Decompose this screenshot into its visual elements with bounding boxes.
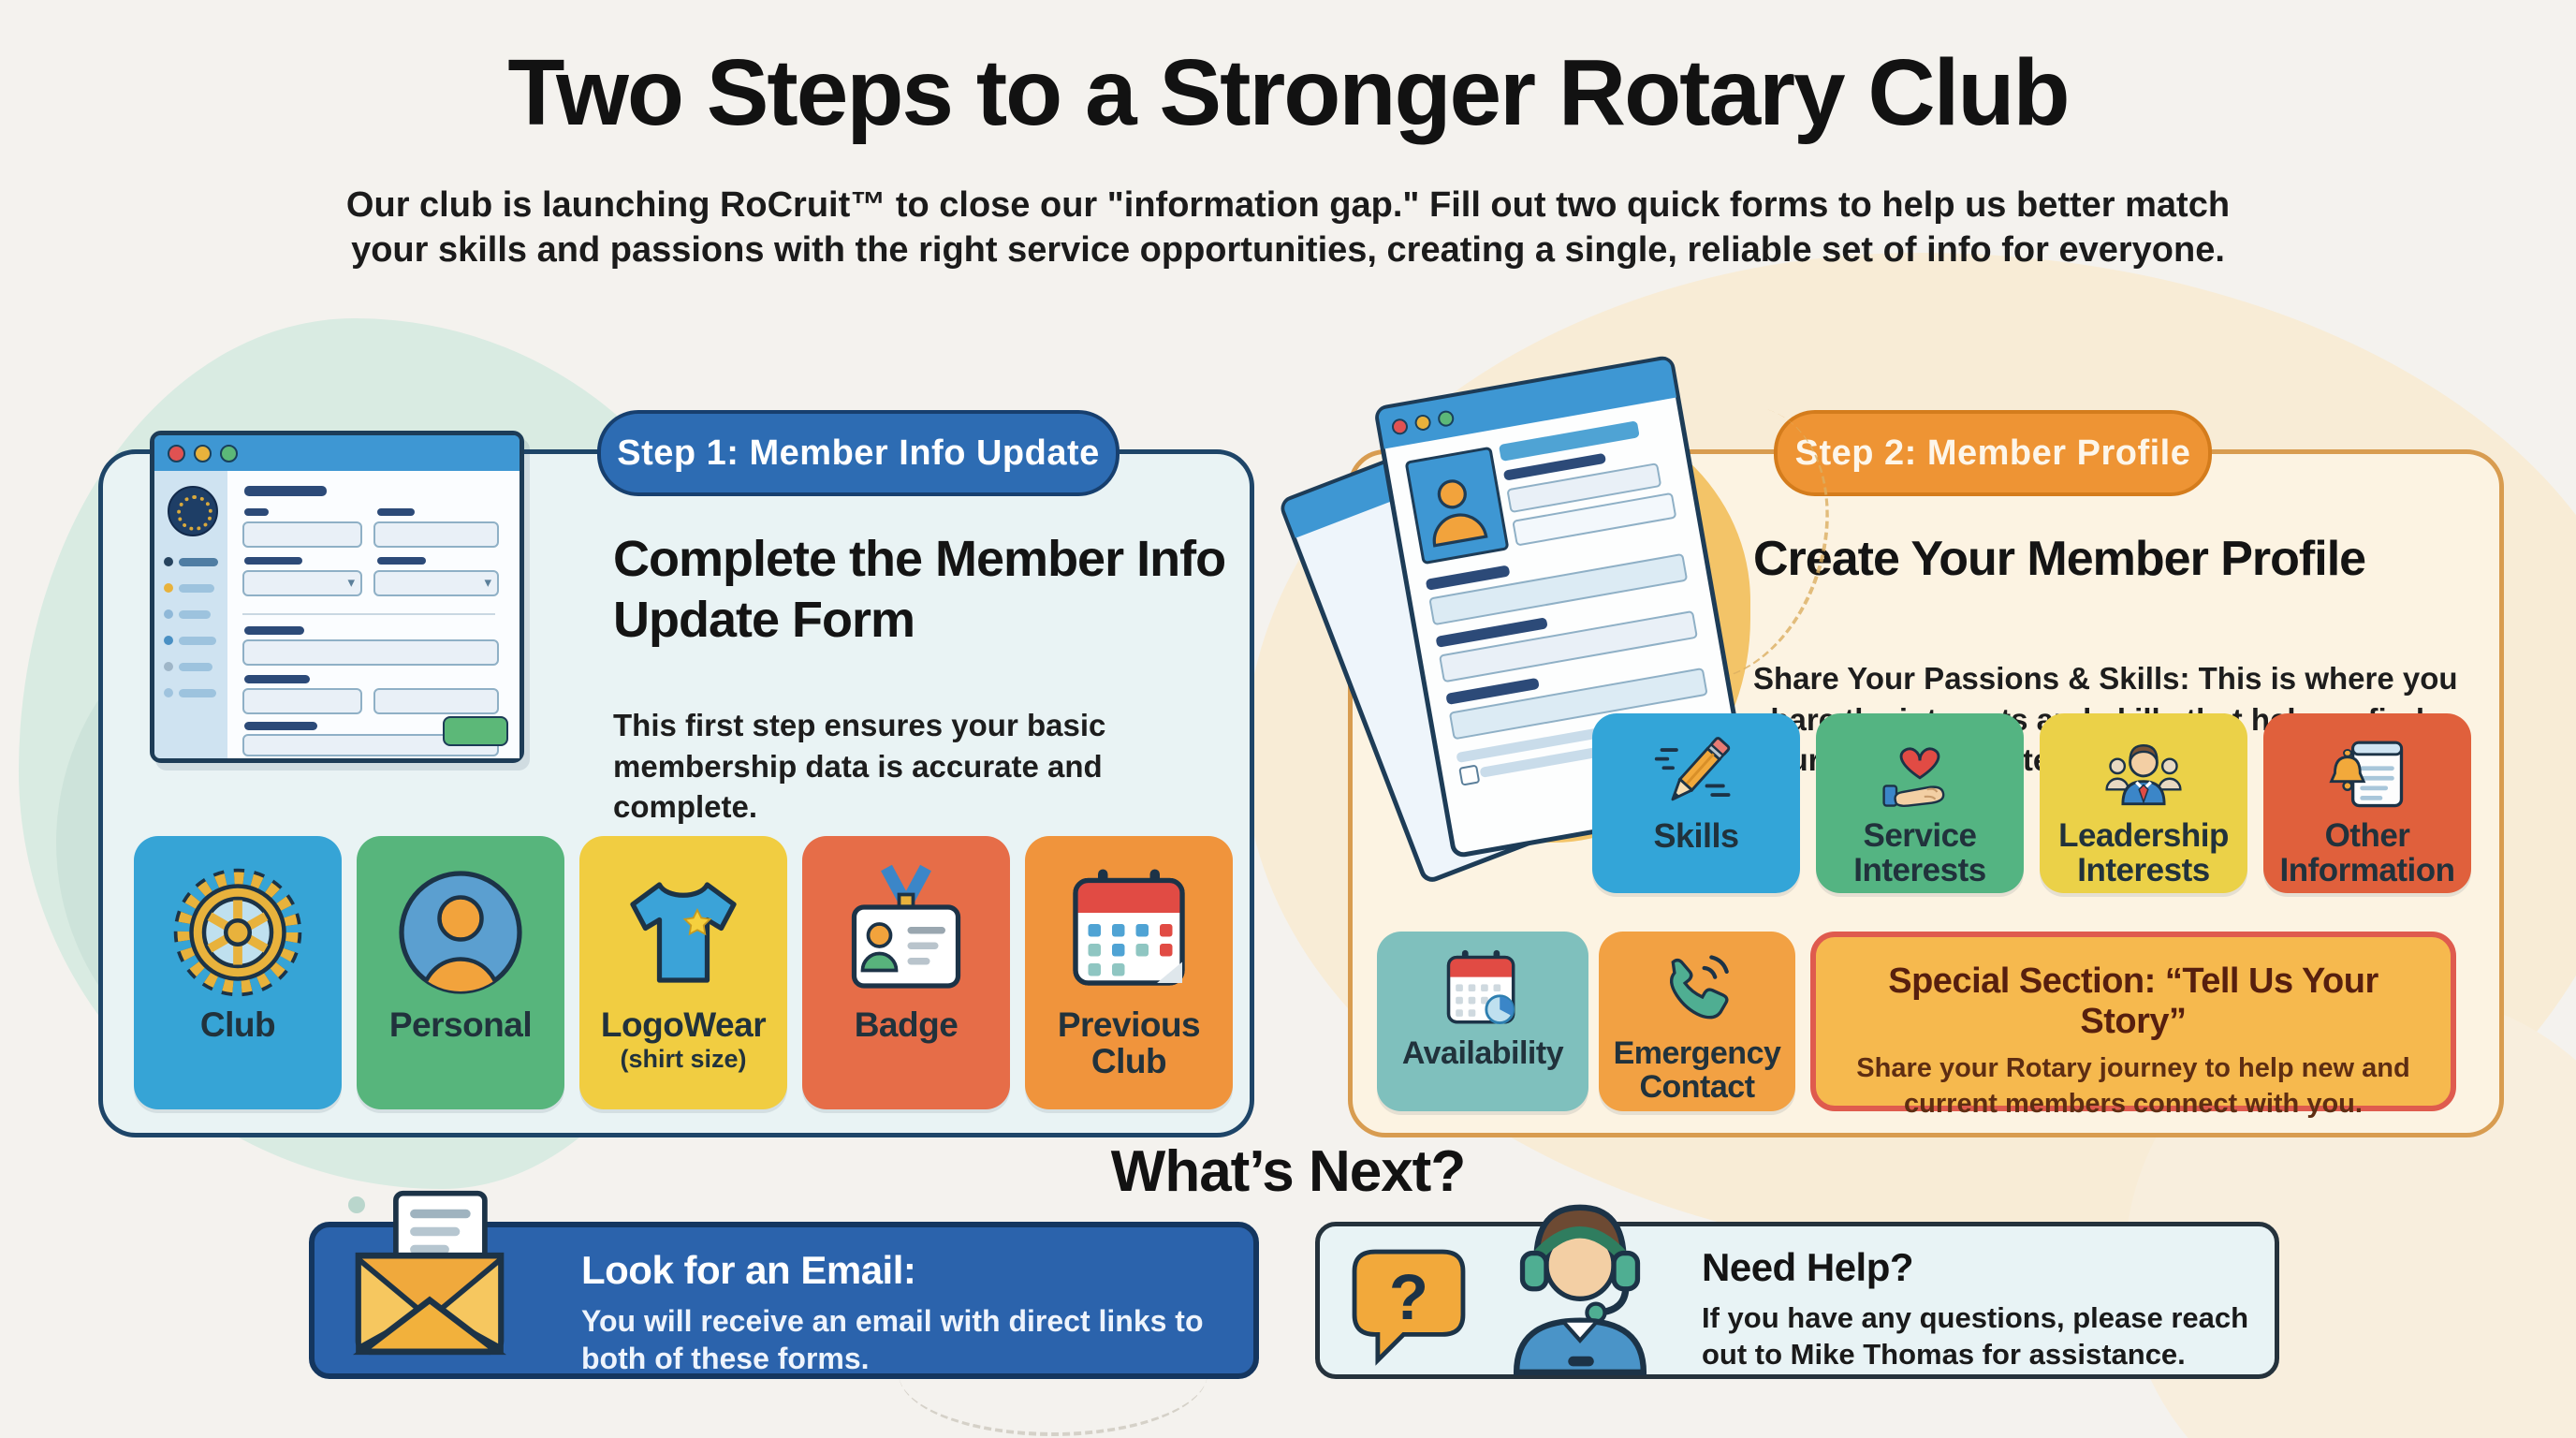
browser-mockup: ▾ ▾ (150, 431, 524, 763)
subtitle-line-2: your skills and passions with the right … (351, 229, 2225, 270)
tile-availability: Availability (1377, 932, 1588, 1111)
tile-label: Skills (1653, 816, 1739, 855)
step2-heading: Create Your Member Profile (1753, 532, 2366, 586)
tile-service-interests: Service Interests (1816, 713, 2024, 893)
step1-description: This first step ensures your basic membe… (613, 708, 1106, 825)
leadership-people-icon (2105, 744, 2182, 806)
tile-leadership-interests: Leadership Interests (2040, 713, 2247, 893)
support-agent-icon (1513, 1204, 1647, 1375)
step1-badge: Step 1: Member Info Update (597, 410, 1120, 496)
calendar-icon (1073, 869, 1185, 986)
subtitle-line-1: Our club is launching RoCruit™ to close … (345, 185, 2231, 225)
whats-next-heading: What’s Next? (1110, 1139, 1466, 1204)
tile-label: Badge (854, 1005, 959, 1044)
step2-description-lead: Share Your Passions & Skills: (1753, 661, 2190, 696)
step1-panel: Step 1: Member Info Update (98, 410, 1254, 1137)
tile-label: Previous Club (1057, 1005, 1201, 1081)
tile-label: Leadership Interests (2058, 817, 2229, 889)
browser-form-area: ▾ ▾ (227, 471, 520, 758)
page-subtitle: Our club is launching RoCruit™ to close … (0, 183, 2576, 272)
email-cta-box: Look for an Email: You will receive an e… (309, 1190, 1259, 1379)
profile-photo-icon (1404, 446, 1510, 565)
tile-label: Other Information (2279, 817, 2455, 889)
envelope-icon (352, 1190, 507, 1356)
help-cta-text: If you have any questions, please reach … (1702, 1301, 2249, 1372)
tile-label: Availability (1401, 1035, 1564, 1071)
tile-label: LogoWear (600, 1005, 767, 1044)
tile-club: Club (134, 836, 342, 1109)
special-section-box: Special Section: “Tell Us Your Story” Sh… (1810, 932, 2456, 1119)
submit-button-mock (443, 716, 508, 746)
tile-label: Club (199, 1005, 276, 1044)
email-cta-text: You will receive an email with direct li… (581, 1304, 1204, 1376)
svg-text:?: ? (1389, 1261, 1428, 1333)
page-title: Two Steps to a Stronger Rotary Club (507, 40, 2070, 145)
notepad-bell-icon (2329, 741, 2404, 808)
step2-badge: Step 2: Member Profile (1774, 410, 2212, 496)
tile-label: Service Interests (1853, 817, 1986, 889)
pencil-icon (1654, 737, 1731, 801)
tile-badge: Badge (802, 836, 1010, 1109)
phone-icon (1670, 955, 1729, 1020)
step1-heading: Complete the Member Info Update Form (613, 531, 1226, 648)
browser-sidebar (154, 471, 227, 758)
availability-calendar-icon (1446, 949, 1515, 1025)
tile-label: Personal (388, 1005, 533, 1044)
email-cta-title: Look for an Email: (581, 1248, 916, 1292)
tile-skills: Skills (1592, 713, 1800, 893)
id-badge-icon (851, 864, 961, 989)
person-icon (399, 871, 522, 994)
tile-sublabel: (shirt size) (620, 1045, 747, 1074)
question-bubble-icon: ? (1352, 1249, 1466, 1366)
hand-heart-icon (1882, 747, 1945, 807)
document-card-front (1372, 354, 1753, 859)
tile-label: Emergency Contact (1613, 1035, 1781, 1106)
help-cta-title: Need Help? (1702, 1245, 1914, 1289)
special-section-text: Share your Rotary journey to help new an… (1856, 1053, 2410, 1119)
browser-titlebar (154, 435, 520, 471)
help-cta-box: ? Need Help? If you have any questions, … (1315, 1204, 2279, 1379)
rotary-wheel-icon (173, 868, 302, 997)
tile-other-information: Other Information (2263, 713, 2471, 893)
tile-personal: Personal (357, 836, 564, 1109)
window-dot-red-icon (168, 444, 185, 462)
window-dot-green-icon (220, 444, 238, 462)
tile-previous-club: Previous Club (1025, 836, 1233, 1109)
rotary-logo-icon (168, 486, 218, 536)
tile-logowear: LogoWear (shirt size) (579, 836, 787, 1109)
window-dot-yellow-icon (194, 444, 212, 462)
tshirt-icon (630, 882, 737, 983)
tile-emergency-contact: Emergency Contact (1599, 932, 1795, 1111)
special-section-title: Special Section: “Tell Us Your Story” (1888, 961, 2378, 1041)
